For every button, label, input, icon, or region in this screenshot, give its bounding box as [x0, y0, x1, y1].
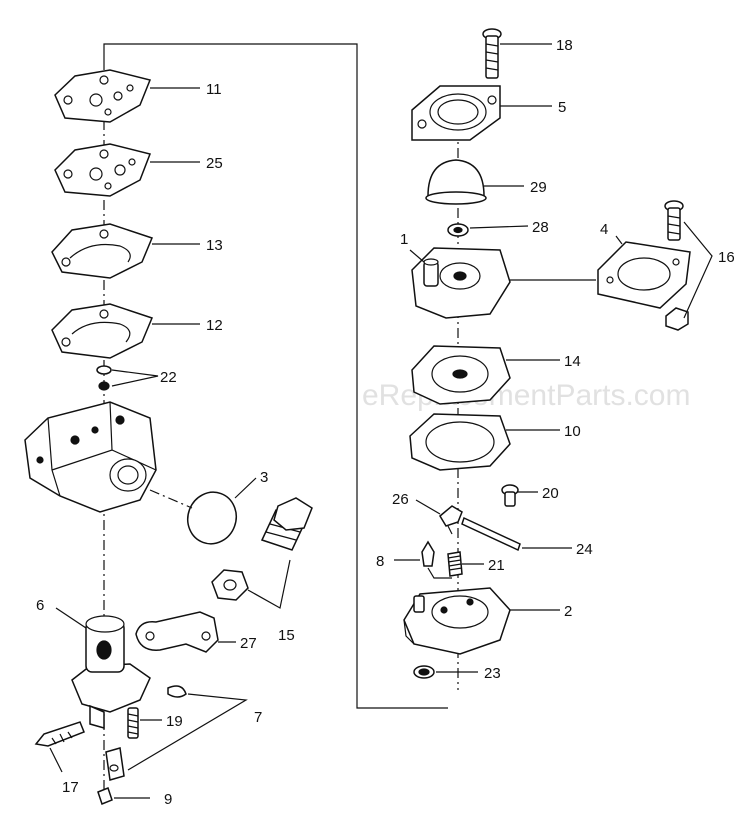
part-16-screw[interactable]	[664, 200, 684, 241]
part-1-pump-housing[interactable]	[411, 247, 511, 319]
callout-11: 11	[206, 81, 222, 98]
leader-16	[683, 221, 713, 319]
part-15-fitting[interactable]	[260, 497, 313, 551]
callout-23: 23	[484, 665, 501, 682]
part-5-cover[interactable]	[411, 85, 501, 141]
part-8-needle[interactable]	[421, 540, 435, 567]
part-9-valve[interactable]	[97, 787, 113, 805]
part-7-clip[interactable]	[167, 685, 187, 698]
callout-2: 2	[564, 603, 572, 620]
part-28-washer[interactable]	[447, 223, 469, 237]
callout-13: 13	[206, 237, 223, 254]
part-16-nut[interactable]	[665, 307, 689, 331]
watermark: eReplacementParts.com	[362, 379, 690, 412]
callout-15: 15	[278, 627, 295, 644]
part-3-o-ring[interactable]	[181, 485, 244, 550]
leader-22	[111, 369, 159, 387]
callout-1: 1	[400, 231, 408, 248]
leader-15	[247, 559, 291, 609]
callout-9: 9	[164, 791, 172, 808]
leader-7	[127, 693, 248, 771]
leader-26	[415, 499, 441, 515]
part-19-screw[interactable]	[127, 707, 139, 739]
callout-14: 14	[564, 353, 581, 370]
callout-16: 16	[718, 249, 735, 266]
needle-link-line	[427, 567, 452, 579]
part-11-gasket[interactable]	[54, 69, 152, 123]
callout-20: 20	[542, 485, 559, 502]
callout-8: 8	[376, 553, 384, 570]
part-7-fitting[interactable]	[105, 747, 125, 781]
part-29-primer-bulb[interactable]	[425, 159, 487, 205]
leader-3	[234, 477, 257, 499]
callout-27: 27	[240, 635, 257, 652]
callout-12: 12	[206, 317, 223, 334]
part-20-screw[interactable]	[501, 484, 519, 507]
callout-6: 6	[36, 597, 44, 614]
callout-25: 25	[206, 155, 223, 172]
part-26-lever[interactable]	[439, 505, 463, 535]
leader-28	[469, 225, 529, 229]
part-4-cover-plate[interactable]	[597, 241, 691, 309]
leader-6	[55, 607, 87, 629]
part-2-metering-body[interactable]	[403, 587, 511, 655]
callout-17: 17	[62, 779, 79, 796]
part-21-spring[interactable]	[447, 551, 463, 577]
callout-10: 10	[564, 423, 581, 440]
o-ring-axis-line	[149, 489, 193, 509]
callout-29: 29	[530, 179, 547, 196]
callout-19: 19	[166, 713, 183, 730]
part-25-gasket[interactable]	[54, 143, 152, 197]
carburetor-body[interactable]	[24, 401, 157, 513]
leader-17	[49, 747, 63, 773]
callout-7: 7	[254, 709, 262, 726]
leader-4-callout	[615, 235, 623, 245]
part-27-bracket[interactable]	[135, 611, 219, 653]
part-24-pin[interactable]	[461, 516, 521, 552]
part-23-filter[interactable]	[413, 665, 435, 679]
part-12-gasket[interactable]	[51, 303, 154, 359]
part-14-diaphragm[interactable]	[411, 345, 511, 405]
part-17-screw[interactable]	[34, 721, 85, 747]
part-13-gasket[interactable]	[51, 223, 154, 279]
leader-1	[409, 249, 425, 263]
callout-21: 21	[488, 557, 505, 574]
callout-4: 4	[600, 221, 608, 238]
assembly-connector-line	[103, 43, 448, 709]
callout-26: 26	[392, 491, 409, 508]
part-18-screw[interactable]	[482, 28, 502, 79]
callout-22: 22	[160, 369, 177, 386]
callout-24: 24	[576, 541, 593, 558]
part-10-gasket[interactable]	[409, 413, 511, 471]
callout-3: 3	[260, 469, 268, 486]
callout-18: 18	[556, 37, 573, 54]
part-22-check-valve[interactable]	[96, 365, 112, 391]
callout-5: 5	[558, 99, 566, 116]
part-6-pump-body[interactable]	[71, 615, 151, 729]
callout-28: 28	[532, 219, 549, 236]
part-15-nut[interactable]	[211, 569, 249, 601]
